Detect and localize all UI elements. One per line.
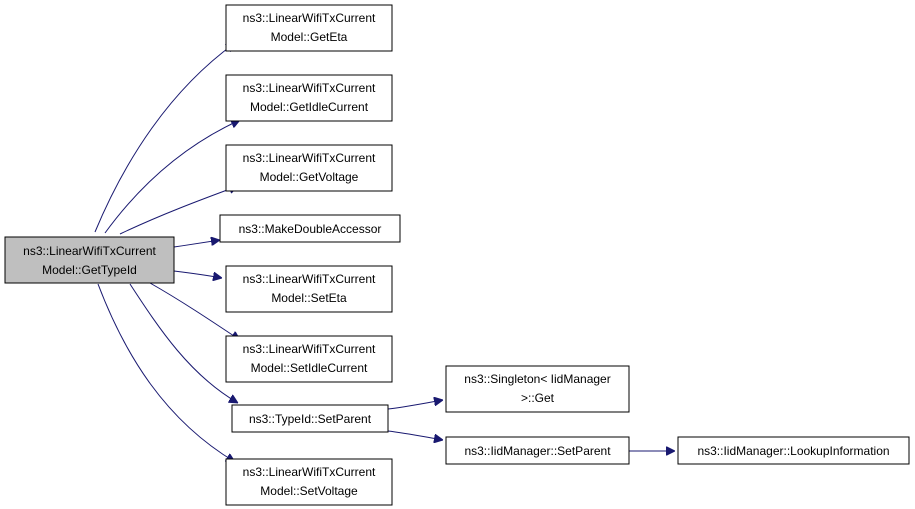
node-makedoubleaccessor[interactable]: ns3::MakeDoubleAccessor [219, 214, 401, 243]
node-lookupinformation-label: ns3::IidManager::LookupInformation [697, 444, 889, 458]
node-singleton-get-box [445, 365, 630, 413]
edge-gettypeid-to-seteta [173, 270, 222, 278]
node-geteta-box [225, 4, 393, 52]
node-geteta-line1: ns3::LinearWifiTxCurrent [243, 11, 376, 25]
edge-gettypeid-to-geteta [94, 43, 235, 233]
node-getidlecurrent-line2: Model::GetIdleCurrent [250, 100, 369, 114]
node-setvoltage-line2: Model::SetVoltage [260, 484, 358, 498]
edge-gettypeid-to-getvoltage [119, 186, 238, 235]
edge-gettypeid-to-setidlecurrent [149, 282, 240, 340]
node-iidmanager-setparent-box [445, 436, 630, 465]
node-setidlecurrent-line2: Model::SetIdleCurrent [251, 361, 368, 375]
edges [94, 43, 675, 462]
edge-gettypeid-to-setvoltage [97, 283, 235, 462]
node-seteta-line2: Model::SetEta [271, 291, 347, 305]
node-iidmanager-setparent[interactable]: ns3::IidManager::SetParent [445, 436, 630, 465]
node-seteta[interactable]: ns3::LinearWifiTxCurrent Model::SetEta [225, 265, 393, 313]
node-makedoubleaccessor-label: ns3::MakeDoubleAccessor [239, 222, 382, 236]
edge-gettypeid-to-makedoubleaccessor [173, 240, 220, 248]
node-setidlecurrent-box [225, 335, 393, 383]
node-seteta-box [225, 265, 393, 313]
node-setvoltage-box [225, 458, 393, 506]
node-lookupinformation[interactable]: ns3::IidManager::LookupInformation [677, 436, 910, 465]
node-setvoltage[interactable]: ns3::LinearWifiTxCurrent Model::SetVolta… [225, 458, 393, 506]
edge-gettypeid-to-getidlecurrent [104, 120, 240, 234]
node-root-gettypeid[interactable]: ns3::LinearWifiTxCurrent Model::GetTypeI… [4, 236, 175, 284]
edge-gettypeid-to-typeid-setparent [129, 283, 238, 403]
node-setidlecurrent[interactable]: ns3::LinearWifiTxCurrent Model::SetIdleC… [225, 335, 393, 383]
node-typeid-setparent[interactable]: ns3::TypeId::SetParent [231, 404, 389, 433]
node-singleton-get-line2: >::Get [521, 391, 555, 405]
node-typeid-setparent-box [231, 404, 389, 433]
node-getvoltage-line2: Model::GetVoltage [260, 170, 359, 184]
node-singleton-get-line1: ns3::Singleton< IidManager [464, 372, 610, 386]
node-root-line2: Model::GetTypeId [42, 263, 137, 277]
node-iidmanager-setparent-label: ns3::IidManager::SetParent [464, 444, 611, 458]
node-setidlecurrent-line1: ns3::LinearWifiTxCurrent [243, 342, 376, 356]
node-lookupinformation-box [677, 436, 910, 465]
node-getvoltage-box [225, 144, 393, 192]
node-root-box [4, 236, 175, 284]
node-getidlecurrent-box [225, 74, 393, 122]
node-seteta-line1: ns3::LinearWifiTxCurrent [243, 272, 376, 286]
node-singleton-get[interactable]: ns3::Singleton< IidManager >::Get [445, 365, 630, 413]
node-typeid-setparent-label: ns3::TypeId::SetParent [249, 412, 372, 426]
node-geteta[interactable]: ns3::LinearWifiTxCurrent Model::GetEta [225, 4, 393, 52]
node-makedoubleaccessor-box [219, 214, 401, 243]
node-root-line1: ns3::LinearWifiTxCurrent [23, 244, 156, 258]
node-setvoltage-line1: ns3::LinearWifiTxCurrent [243, 465, 376, 479]
node-geteta-line2: Model::GetEta [271, 30, 348, 44]
node-getvoltage-line1: ns3::LinearWifiTxCurrent [243, 151, 376, 165]
node-getidlecurrent-line1: ns3::LinearWifiTxCurrent [243, 81, 376, 95]
edge-setparent-to-singleton-get [387, 400, 443, 410]
node-getidlecurrent[interactable]: ns3::LinearWifiTxCurrent Model::GetIdleC… [225, 74, 393, 122]
edge-setparent-to-iidmanager-setparent [387, 430, 443, 440]
node-getvoltage[interactable]: ns3::LinearWifiTxCurrent Model::GetVolta… [225, 144, 393, 192]
